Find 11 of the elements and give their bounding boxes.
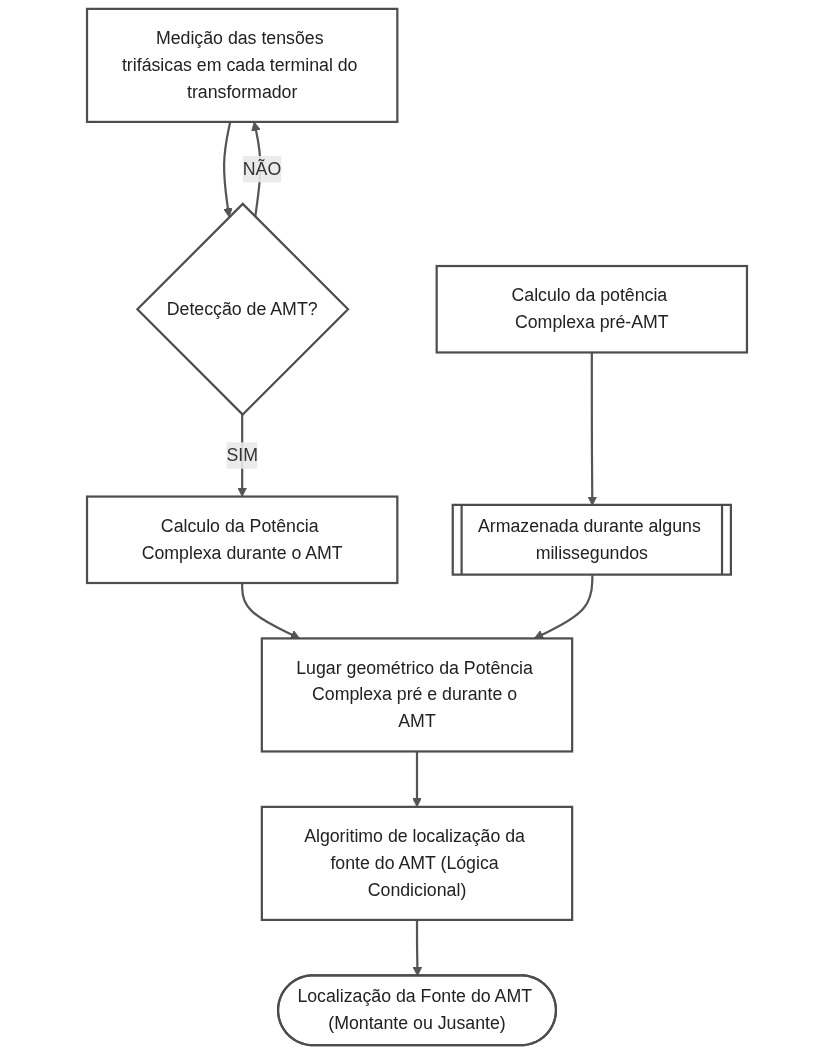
node-box: Calculo da potência Complexa pré-AMT [435, 264, 749, 354]
node-diamond: Detecção de AMT? [135, 202, 350, 417]
arrow [533, 575, 594, 639]
node-box: Lugar geométrico da Potência Complexa pré e durante o AMT [260, 637, 574, 753]
node-box: Medição das tensões trifásicas em cada terminal do transformador [85, 7, 399, 123]
arrow [241, 583, 301, 639]
edge-label: SIM [226, 445, 258, 465]
edge-label: NÃO [242, 159, 282, 179]
node-box: Calculo da Potência Complexa durante o AMT [85, 495, 399, 585]
arrow [223, 121, 233, 218]
node-box: Algoritimo de localização da fonte do AMT (Lógica Condicional) [260, 805, 574, 921]
